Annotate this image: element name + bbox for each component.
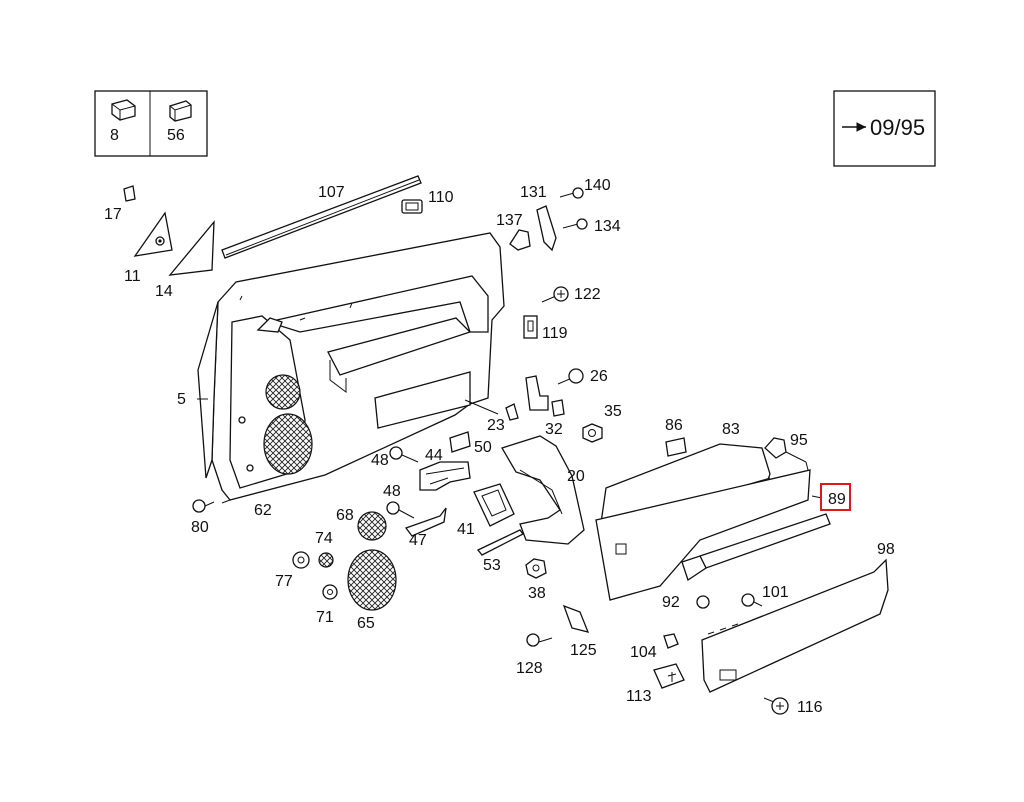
screw-116 <box>763 697 789 715</box>
screw-134 <box>562 218 588 230</box>
label-128: 128 <box>516 660 543 677</box>
bracket-47 <box>404 507 447 537</box>
label-131: 131 <box>520 184 547 201</box>
screw-48-lower <box>386 501 415 519</box>
bracket-23 <box>505 375 549 421</box>
clip-32 <box>551 399 565 417</box>
clip-113 <box>653 663 685 689</box>
armrest-20 <box>501 435 585 545</box>
cap-95 <box>764 437 809 471</box>
label-137: 137 <box>496 212 523 229</box>
label-41: 41 <box>457 521 475 538</box>
label-44: 44 <box>425 447 443 464</box>
label-119: 119 <box>542 325 568 342</box>
label-110: 110 <box>428 189 454 206</box>
nut-38 <box>525 558 547 579</box>
part-17 <box>123 185 136 202</box>
part-14 <box>168 220 215 276</box>
legend-label-56: 56 <box>167 127 185 144</box>
label-48-lower: 48 <box>383 483 401 500</box>
label-17: 17 <box>104 206 122 223</box>
ring-71 <box>322 584 338 600</box>
pull-cup-41 <box>473 483 515 527</box>
label-113: 113 <box>626 688 652 705</box>
label-116: 116 <box>797 699 823 716</box>
label-101: 101 <box>762 584 789 601</box>
part-11 <box>133 211 173 257</box>
label-48-upper: 48 <box>371 452 389 469</box>
clip-119 <box>523 315 538 339</box>
label-95: 95 <box>790 432 808 449</box>
label-86: 86 <box>665 417 683 434</box>
label-14: 14 <box>155 283 173 300</box>
label-74: 74 <box>315 530 333 547</box>
label-53: 53 <box>483 557 501 574</box>
part-labels: 107 110 17 11 14 131 140 137 134 122 119… <box>104 177 895 716</box>
part-110 <box>401 199 423 214</box>
screw-140 <box>559 187 584 199</box>
clip-icon <box>111 99 136 121</box>
door-panel-5 <box>197 232 505 501</box>
bracket-44 <box>419 461 471 491</box>
label-47: 47 <box>409 532 427 549</box>
legend-box: 8 56 <box>94 90 208 157</box>
screw-128 <box>526 633 553 647</box>
trim-strip-107 <box>221 175 422 259</box>
screw-26 <box>557 368 584 385</box>
label-77: 77 <box>275 573 293 590</box>
strip-92 <box>681 555 710 609</box>
highlight-box-89 <box>820 483 851 511</box>
date-box: 09/95 <box>833 90 936 167</box>
panel-98 <box>701 558 889 693</box>
label-98: 98 <box>877 541 895 558</box>
label-83: 83 <box>722 421 740 438</box>
label-5: 5 <box>177 391 186 408</box>
screw-122 <box>541 286 569 303</box>
label-20: 20 <box>567 468 585 485</box>
label-35: 35 <box>604 403 622 420</box>
date-label: 09/95 <box>870 115 925 140</box>
label-71: 71 <box>316 609 334 626</box>
nut-35 <box>582 423 603 443</box>
label-38: 38 <box>528 585 546 602</box>
label-104: 104 <box>630 644 657 661</box>
label-140: 140 <box>584 177 611 194</box>
label-107: 107 <box>318 184 345 201</box>
label-23: 23 <box>487 417 505 434</box>
label-62: 62 <box>254 502 272 519</box>
screw-101 <box>741 593 763 607</box>
grille-68 <box>357 511 387 541</box>
label-125: 125 <box>570 642 597 659</box>
label-89: 89 <box>828 491 846 508</box>
label-122: 122 <box>574 286 601 303</box>
grille-65 <box>347 549 397 611</box>
part-50 <box>449 431 471 453</box>
label-80: 80 <box>191 519 209 536</box>
clip-104 <box>663 633 679 649</box>
rod-53 <box>476 529 524 556</box>
label-32: 32 <box>545 421 563 438</box>
label-134: 134 <box>594 218 621 235</box>
door-lower-section <box>595 469 811 601</box>
part-131 <box>536 205 557 252</box>
label-92: 92 <box>662 594 680 611</box>
clip-125 <box>562 604 590 633</box>
clip-86 <box>665 437 687 457</box>
screw-80 <box>192 499 215 513</box>
ring-77 <box>292 551 310 569</box>
grille-74 <box>318 552 334 568</box>
legend-label-8: 8 <box>110 127 119 144</box>
label-26: 26 <box>590 368 608 385</box>
pad-icon <box>169 100 192 122</box>
screw-48-upper <box>389 446 419 463</box>
label-50: 50 <box>474 439 492 456</box>
label-11: 11 <box>124 268 141 285</box>
label-68: 68 <box>336 507 354 524</box>
label-65: 65 <box>357 615 375 632</box>
part-137 <box>509 229 531 251</box>
